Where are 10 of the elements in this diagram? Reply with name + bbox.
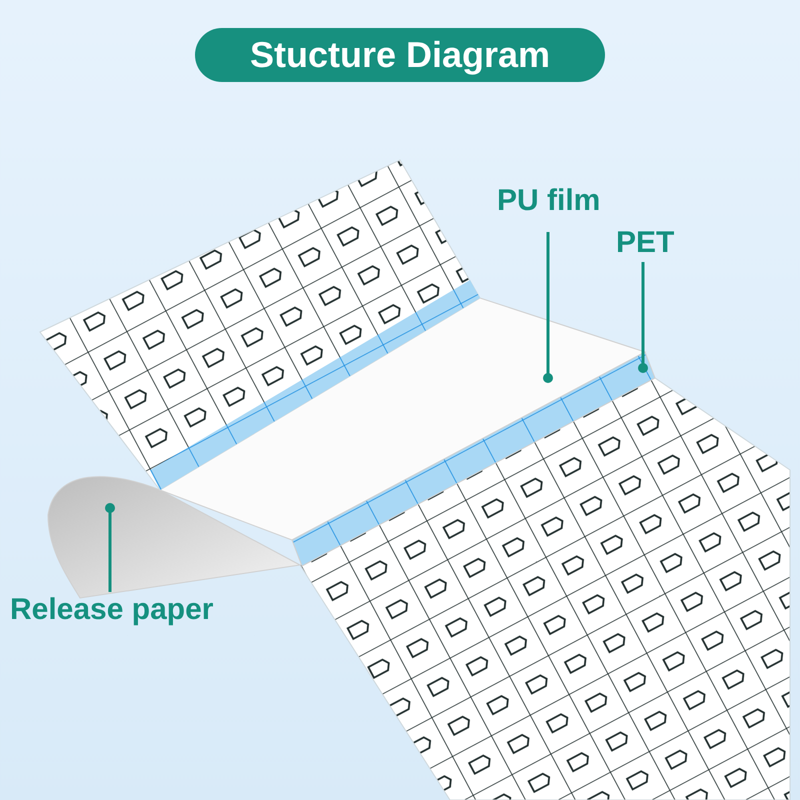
title-banner: Stucture Diagram [195,28,605,82]
layer-label: PET [616,228,674,258]
pu-film-sheet [158,297,646,541]
leader-line [543,232,553,383]
leader-line [638,262,648,373]
release-paper-curl [48,476,300,598]
leader-line [105,503,115,592]
layer-label: PU film [497,186,600,216]
pet-strip [291,351,656,567]
layer-label: Release paper [10,595,214,625]
